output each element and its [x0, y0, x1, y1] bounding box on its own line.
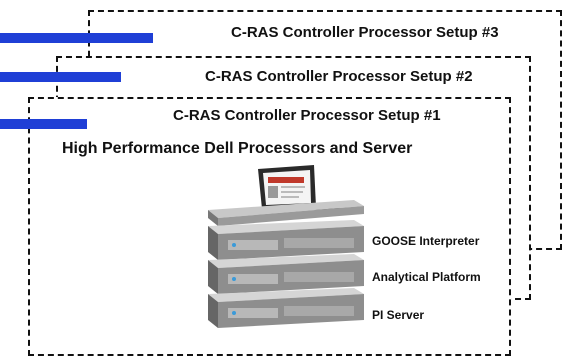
setup-2-label: C-RAS Controller Processor Setup #2 — [205, 68, 473, 85]
page-heading: High Performance Dell Processors and Ser… — [62, 140, 413, 157]
laptop-icon — [258, 165, 340, 213]
setup-1-label: C-RAS Controller Processor Setup #1 — [173, 107, 441, 124]
setup-1-bar — [0, 119, 87, 129]
setup-3-bar — [0, 33, 153, 43]
setup-3-label: C-RAS Controller Processor Setup #3 — [231, 24, 499, 41]
setup-2-bar — [0, 72, 121, 82]
server-label-analytical: Analytical Platform — [372, 270, 481, 284]
rack-server-icon — [208, 200, 364, 328]
server-label-pi: PI Server — [372, 308, 425, 322]
server-label-goose: GOOSE Interpreter — [372, 234, 480, 248]
